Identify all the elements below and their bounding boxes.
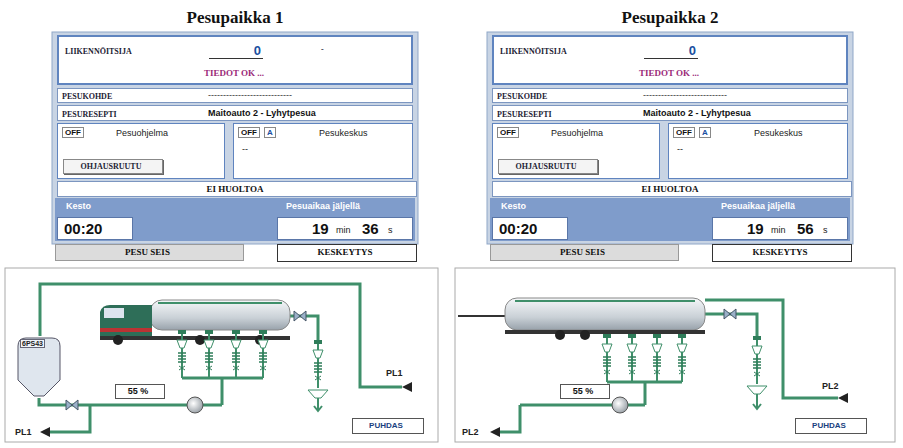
field-row: PESUKOHDE ---------------------------- [492, 88, 848, 103]
stop-button: PESU SEIS [490, 244, 679, 261]
value-text: s [823, 225, 828, 235]
level-box: 55 % [115, 384, 165, 399]
panel-header: Pesupaikka 2 LIIKENNÖITSIJA 0TIEDOT OK ...… [487, 8, 857, 264]
field-row: PESURESEPTI Maitoauto 2 - Lyhytpesua [57, 105, 413, 121]
label-text: LIIKENNÖITSIJA [500, 47, 567, 56]
label-text: Pesupaikka 2 [487, 8, 853, 28]
time-box: Kesto00:20 [492, 217, 568, 240]
field-row: PESURESEPTI Maitoauto 2 - Lyhytpesua [492, 105, 848, 121]
value-text: 0 [644, 43, 698, 59]
label-text: KESKEYTYS [713, 247, 847, 257]
label-text: PESUKOHDE [497, 92, 547, 101]
label-text: PESURESEPTI [62, 110, 117, 119]
value-text: TIEDOT OK ... [614, 68, 724, 78]
value-text: -- [677, 144, 683, 154]
drain-box: PUHDAS [352, 418, 424, 434]
wash-bay-2-illustration [458, 298, 848, 437]
value-text: min [336, 225, 351, 235]
value-text: 19 [312, 220, 329, 237]
label-text: Pesuaikaa jäljellä [721, 201, 795, 211]
label-text: KESKEYTYS [278, 247, 412, 257]
time-box: Pesuaikaa jäljellä19min56s [712, 217, 848, 240]
center-box: OFF A Pesukeskus -- [233, 123, 413, 179]
pipe-line-label: PL1 [15, 427, 32, 437]
panel-backgrounds [5, 32, 895, 442]
value-text: Pesukeskus [754, 128, 803, 138]
info-box: LIIKENNÖITSIJA 0 - TIEDOT OK ... [57, 35, 413, 85]
value-text: s [388, 225, 393, 235]
label-text: 6PS43 [20, 339, 45, 348]
stop-button: PESU SEIS [55, 244, 244, 261]
time-box: Pesuaikaa jäljellä19min36s [277, 217, 413, 240]
value-text: 19 [747, 220, 764, 237]
status-band: EI HUOLTOA [492, 181, 852, 197]
value-text: ---------------------------- [643, 90, 727, 100]
value-text: A [264, 127, 276, 138]
label-text: OFF [62, 127, 84, 138]
value-text: -- [242, 144, 248, 154]
center-box: OFF A Pesukeskus -- [668, 123, 848, 179]
label-text: PESURESEPTI [497, 110, 552, 119]
pipe-line-label: PL1 [386, 368, 403, 378]
program-box: OFF PesuohjelmaOHJAUSRUUTU [492, 123, 660, 179]
drain-box: PUHDAS [795, 418, 867, 434]
value-text: 00:20 [499, 220, 537, 237]
value-text: 56 [797, 220, 814, 237]
label-text: Kesto [501, 201, 526, 211]
wash-bay-1-illustration [39, 284, 412, 437]
label-text: EI HUOLTOA [58, 184, 412, 194]
value-text: Pesuohjelma [116, 128, 168, 138]
value-text: TIEDOT OK ... [179, 68, 289, 78]
tank: 6PS43 [16, 336, 62, 398]
abort-button: KESKEYTYS [277, 244, 417, 262]
value-text: 36 [362, 220, 379, 237]
value-text: 00:20 [64, 220, 102, 237]
value-text: Maitoauto 2 - Lyhytpesua [643, 108, 751, 118]
label-text: PESU SEIS [491, 247, 674, 257]
time-box: Kesto00:20 [57, 217, 133, 240]
value-text: - [321, 45, 324, 54]
label-text: Kesto [66, 201, 91, 211]
value-text: min [771, 225, 786, 235]
program-box: OFF PesuohjelmaOHJAUSRUUTU [57, 123, 225, 179]
label-text: Pesupaikka 1 [52, 8, 418, 28]
label-text: OFF [673, 127, 695, 138]
value-text: Pesukeskus [319, 128, 368, 138]
label-text: OFF [497, 127, 519, 138]
status-band: EI HUOLTOA [57, 181, 417, 197]
field-row: PESUKOHDE ---------------------------- [57, 88, 413, 103]
label-text: PESUKOHDE [62, 92, 112, 101]
control-button: OHJAUSRUUTU [498, 159, 598, 174]
label-text: PESU SEIS [56, 247, 239, 257]
level-box: 55 % [560, 384, 610, 399]
label-text: EI HUOLTOA [493, 184, 847, 194]
label-text: 55 % [116, 386, 160, 396]
value-text: A [699, 127, 711, 138]
label-text: PUHDAS [796, 421, 862, 430]
label-text: Pesuaikaa jäljellä [286, 201, 360, 211]
info-box: LIIKENNÖITSIJA 0TIEDOT OK ... [492, 35, 848, 85]
pipe-line-label: PL2 [462, 427, 479, 437]
label-text: LIIKENNÖITSIJA [65, 47, 132, 56]
label-text: OFF [238, 127, 260, 138]
value-text: Pesuohjelma [551, 128, 603, 138]
value-text: Maitoauto 2 - Lyhytpesua [208, 108, 316, 118]
control-button: OHJAUSRUUTU [63, 159, 163, 174]
label-text: 55 % [561, 386, 605, 396]
value-text: 0 [209, 43, 263, 59]
label-text: OHJAUSRUUTU [64, 162, 158, 171]
panel-header: Pesupaikka 1 LIIKENNÖITSIJA 0 - TIEDOT OK ..… [52, 8, 422, 264]
pipe-line-label: PL2 [822, 381, 839, 391]
abort-button: KESKEYTYS [712, 244, 852, 262]
label-text: OHJAUSRUUTU [499, 162, 593, 171]
label-text: PUHDAS [353, 421, 419, 430]
value-text: ---------------------------- [208, 90, 292, 100]
